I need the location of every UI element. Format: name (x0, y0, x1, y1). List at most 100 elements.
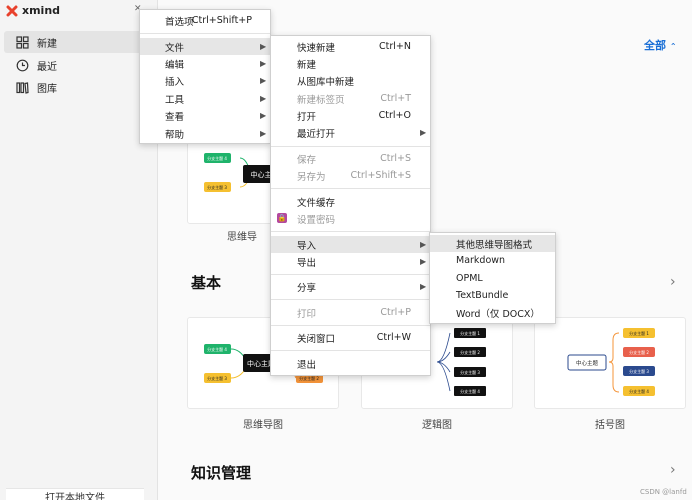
template-card-brace[interactable]: 中心主题 分支主题 1 分支主题 2 分支主题 3 分支主题 4 (534, 317, 686, 409)
menu-item-insert[interactable]: 插入 ▶ (140, 72, 270, 89)
sidebar-item-label: 新建 (37, 38, 57, 50)
section-title-basic: 基本 (191, 274, 222, 292)
center-node (567, 354, 607, 371)
menu-item-import[interactable]: 导入 ▶ (271, 236, 430, 253)
menu-item-shortcut: Ctrl+O (378, 110, 411, 121)
menu-item-quick-new[interactable]: 快速新建 Ctrl+N (271, 38, 430, 55)
menu-item-close-window[interactable]: 关闭窗口 Ctrl+W (271, 329, 430, 346)
menu-item-shortcut: Ctrl+N (379, 41, 411, 52)
brand: xmind (6, 4, 60, 17)
submenu-arrow-icon: ▶ (260, 129, 267, 138)
card-label: 思维导图 (243, 420, 283, 431)
section-title-knowledge: 知识管理 (191, 464, 252, 482)
xmind-logo-icon (6, 5, 18, 16)
branch-node (454, 347, 486, 357)
menu-item-help[interactable]: 帮助 ▶ (140, 125, 270, 142)
branch-text: 分支主题 1 (460, 330, 480, 336)
open-local-file-button[interactable]: 打开本地文件 (6, 488, 144, 500)
menu-item-label: 最近打开 (297, 128, 336, 140)
brace-chart-thumbnail: 中心主题 分支主题 1 分支主题 2 分支主题 3 分支主题 4 (567, 328, 655, 396)
menu-item-edit[interactable]: 编辑 ▶ (140, 55, 270, 72)
menu-item-label: 分享 (297, 282, 317, 294)
menu-item-exit[interactable]: 退出 (271, 355, 430, 372)
lock-icon: 🔒 (277, 213, 287, 223)
menu-item-label: 新建 (297, 59, 317, 71)
menu-item-label: 快速新建 (297, 42, 336, 54)
menu-separator (271, 188, 430, 189)
library-icon (16, 81, 29, 94)
branch-text: 分支主题 4 (629, 388, 649, 394)
menu-item-label: OPML (456, 273, 483, 284)
menu-item-set-password: 🔒 设置密码 (271, 210, 430, 227)
menu-item-share[interactable]: 分享 ▶ (271, 278, 430, 295)
submenu-arrow-icon: ▶ (420, 240, 427, 249)
menu-item-recent-open[interactable]: 最近打开 ▶ (271, 124, 430, 141)
menu-item-new-from-library[interactable]: 从图库中新建 (271, 72, 430, 89)
menu-item-open[interactable]: 打开 Ctrl+O (271, 107, 430, 124)
center-text: 中心主题 (247, 359, 275, 368)
menu-item-preferences[interactable]: 首选项 Ctrl+Shift+P (140, 12, 270, 29)
menu-item-label: 文件 (165, 42, 185, 54)
menu-item-label: 另存为 (297, 171, 326, 183)
menu-item-label: 导出 (297, 257, 317, 269)
menu-item-export[interactable]: 导出 ▶ (271, 253, 430, 270)
watermark: CSDN @lanfd (640, 488, 687, 496)
menu-item-file[interactable]: 文件 ▶ (140, 38, 270, 55)
menu-item-label: 设置密码 (297, 214, 336, 226)
menu-separator (271, 274, 430, 275)
branch-text: 分支主题 3 (460, 369, 480, 375)
menu-item-label: 其他思维导图格式 (456, 239, 533, 251)
branch-node (204, 182, 231, 192)
file-submenu: 快速新建 Ctrl+N 新建 从图库中新建 新建标签页 Ctrl+T 打开 Ct… (270, 35, 431, 376)
branch-node (623, 386, 655, 396)
menu-separator (271, 325, 430, 326)
menu-item-word-docx[interactable]: Word（仅 DOCX） (430, 304, 555, 321)
menu-item-file-cache[interactable]: 文件缓存 (271, 193, 430, 210)
menu-separator (271, 350, 430, 351)
menu-item-label: 关闭窗口 (297, 333, 336, 345)
branch-text: 分支主题 4 (460, 388, 480, 394)
branch-node (454, 328, 486, 338)
close-icon[interactable]: ✕ (134, 4, 142, 14)
menu-item-label: 退出 (297, 359, 317, 371)
menu-item-label: 帮助 (165, 129, 185, 141)
filter-label: 全部 (644, 39, 666, 52)
center-text: 中心主 (251, 170, 272, 179)
submenu-arrow-icon: ▶ (260, 59, 267, 68)
chevron-right-icon[interactable]: › (670, 462, 676, 478)
menu-item-tools[interactable]: 工具 ▶ (140, 90, 270, 107)
submenu-arrow-icon: ▶ (260, 76, 267, 85)
filter-dropdown[interactable]: 全部 ⌃ (644, 37, 677, 53)
submenu-arrow-icon: ▶ (260, 111, 267, 120)
branch-text: 分支主题 3 (207, 375, 227, 381)
branch-node (204, 344, 231, 354)
sidebar-item-label: 图库 (37, 83, 57, 95)
menu-item-shortcut: Ctrl+P (380, 307, 411, 318)
card-label: 逻辑图 (422, 420, 452, 431)
clock-icon (16, 59, 29, 72)
menu-item-save: 保存 Ctrl+S (271, 150, 430, 167)
chevron-right-icon[interactable]: › (670, 274, 676, 290)
branch-text: 分支主题 4 (207, 346, 227, 352)
menu-item-label: 插入 (165, 76, 185, 88)
submenu-arrow-icon: ▶ (420, 257, 427, 266)
menu-item-other-mindmap-formats[interactable]: 其他思维导图格式 (430, 235, 555, 252)
menu-item-label: TextBundle (456, 290, 509, 301)
sidebar-item-library[interactable]: 图库 (4, 76, 154, 98)
chevron-updown-icon: ⌃ (669, 42, 677, 51)
branch-node (623, 366, 655, 376)
branch-node (454, 367, 486, 377)
menu-item-new[interactable]: 新建 (271, 55, 430, 72)
grid-icon (16, 35, 29, 49)
sidebar-item-new[interactable]: 新建 (4, 31, 154, 53)
menu-item-opml[interactable]: OPML (430, 270, 555, 287)
menu-item-label: 编辑 (165, 59, 185, 71)
menu-item-label: 新建标签页 (297, 94, 345, 106)
menu-item-markdown[interactable]: Markdown (430, 252, 555, 269)
menu-item-label: Word（仅 DOCX） (456, 308, 540, 320)
sidebar-item-label: 最近 (37, 61, 57, 73)
menu-item-label: 导入 (297, 240, 317, 252)
menu-item-textbundle[interactable]: TextBundle (430, 287, 555, 304)
menu-item-view[interactable]: 查看 ▶ (140, 107, 270, 124)
sidebar-item-recent[interactable]: 最近 (4, 54, 154, 76)
